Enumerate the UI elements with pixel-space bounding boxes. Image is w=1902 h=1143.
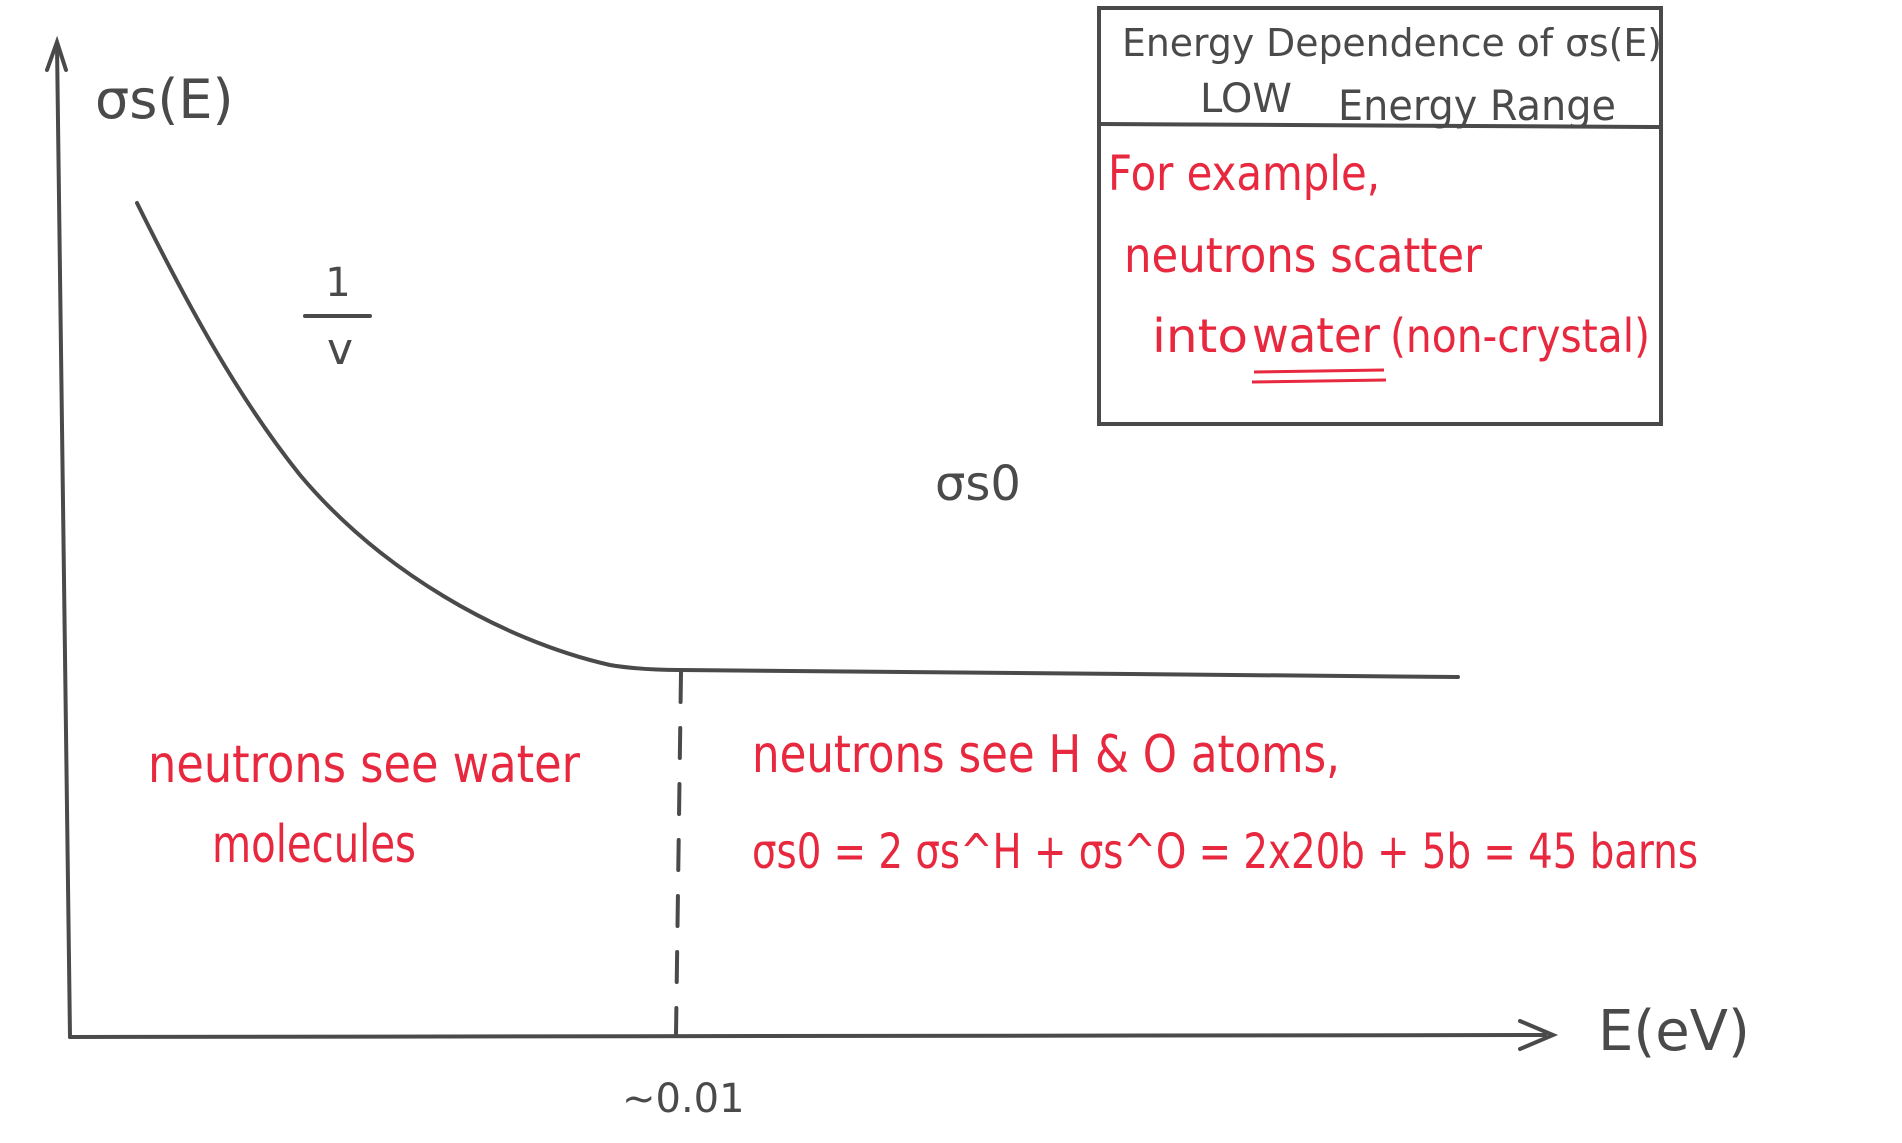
x-axis: [68, 1033, 1547, 1039]
y-axis-label: σs(E): [95, 68, 234, 131]
right-note-line2: σs0 = 2 σs^H + σs^O = 2x20b + 5b = 45 ba…: [752, 824, 1698, 880]
right-note-line1: neutrons see H & O atoms,: [752, 725, 1340, 785]
y-axis: [55, 43, 72, 1039]
one-over-v-numerator: 1: [325, 260, 350, 306]
info-box-body-line3-noncrystal: (non-crystal): [1390, 309, 1650, 363]
left-region-note: neutrons see water molecules: [148, 735, 581, 875]
one-over-v-denominator: v: [327, 324, 353, 375]
energy-divider-dashed: [674, 670, 683, 1037]
cross-section-curve: [135, 201, 1460, 679]
info-box: Energy Dependence of σs(E) LOW Energy Ra…: [1097, 6, 1663, 426]
info-box-body-line3-water: water: [1252, 308, 1380, 364]
right-region-note: neutrons see H & O atoms, σs0 = 2 σs^H +…: [752, 725, 1698, 880]
info-box-frame: [1097, 6, 1663, 426]
info-box-body-line1: For example,: [1108, 146, 1380, 202]
info-box-body-line3-into: into: [1152, 309, 1248, 363]
info-box-body-line2: neutrons scatter: [1124, 228, 1482, 284]
x-tick-label: ~0.01: [622, 1076, 745, 1122]
left-note-line1: neutrons see water: [148, 735, 581, 795]
x-axis-arrowhead: [1518, 1019, 1559, 1051]
x-axis-label: E(eV): [1598, 999, 1750, 1064]
water-underline-2: [1251, 378, 1387, 384]
info-box-title-line2-low: LOW: [1200, 76, 1292, 122]
info-box-title-line1: Energy Dependence of σs(E): [1122, 21, 1662, 65]
water-underline-1: [1253, 368, 1385, 374]
one-over-v-label: 1 v: [303, 260, 372, 375]
left-note-line2: molecules: [212, 815, 416, 875]
y-axis-arrowhead: [45, 35, 68, 72]
info-box-divider: [1098, 122, 1662, 129]
plateau-label: σs0: [935, 456, 1021, 512]
info-box-title-line2-range: Energy Range: [1338, 81, 1616, 130]
axes: [45, 35, 1559, 1051]
